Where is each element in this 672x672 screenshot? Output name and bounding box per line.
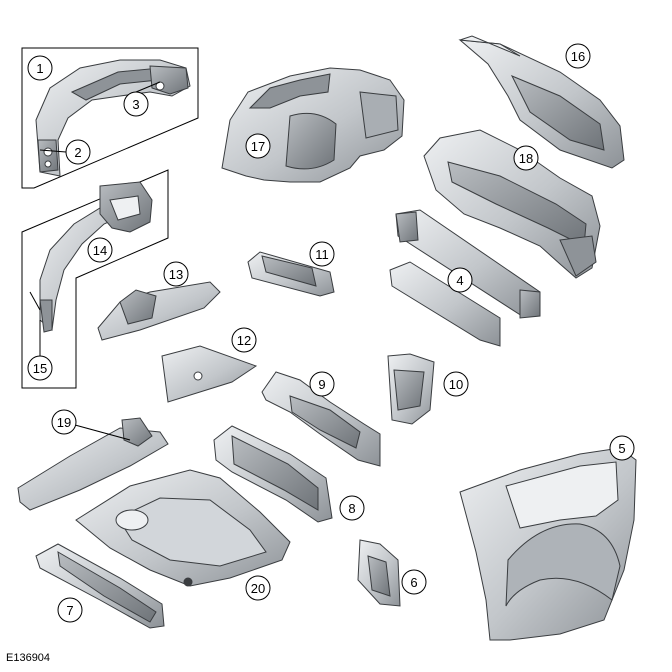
callout-label-8: 8 <box>348 501 355 516</box>
callout-18: 18 <box>513 145 539 171</box>
callout-label-17: 17 <box>251 139 265 154</box>
callout-19: 19 <box>51 409 77 435</box>
part-longitudinal-19 <box>17 417 169 511</box>
part-cross-member-8 <box>213 425 333 523</box>
callout-16: 16 <box>565 43 591 69</box>
callout-label-16: 16 <box>571 49 585 64</box>
callout-label-11: 11 <box>315 247 329 262</box>
callout-label-15: 15 <box>33 361 47 376</box>
callout-label-10: 10 <box>449 377 463 392</box>
part-rail-9 <box>261 371 381 467</box>
callout-3: 3 <box>123 91 149 117</box>
callout-label-1: 1 <box>36 61 43 76</box>
callout-label-9: 9 <box>318 377 325 392</box>
callout-label-18: 18 <box>519 151 533 166</box>
callout-14: 14 <box>87 237 113 263</box>
callout-10: 10 <box>443 371 469 397</box>
part-rear-panel-upper-16 <box>458 35 625 169</box>
callout-label-13: 13 <box>169 267 183 282</box>
part-body-side-outer-5 <box>459 447 637 641</box>
callout-15: 15 <box>27 355 53 381</box>
part-plate-12 <box>161 345 258 403</box>
callout-2: 2 <box>65 139 91 165</box>
part-bracket-10 <box>387 353 435 425</box>
group-box-14-15 <box>21 169 169 389</box>
callout-label-2: 2 <box>74 145 81 160</box>
callout-label-19: 19 <box>57 415 71 430</box>
callout-6: 6 <box>401 569 427 595</box>
part-quarter-inner-panel-17 <box>221 67 405 183</box>
callout-7: 7 <box>57 597 83 623</box>
callout-label-20: 20 <box>251 581 265 596</box>
callout-11: 11 <box>309 241 335 267</box>
group-box-1-3 <box>21 47 199 189</box>
callout-5: 5 <box>609 435 635 461</box>
callout-label-5: 5 <box>618 441 625 456</box>
callout-17: 17 <box>245 133 271 159</box>
callout-4: 4 <box>447 267 473 293</box>
callout-12: 12 <box>231 327 257 353</box>
callout-label-7: 7 <box>66 603 73 618</box>
callout-label-3: 3 <box>132 97 139 112</box>
part-bracket-6 <box>357 539 401 607</box>
callout-label-12: 12 <box>237 333 251 348</box>
part-bracket-11 <box>247 251 335 297</box>
callout-13: 13 <box>163 261 189 287</box>
callout-8: 8 <box>339 495 365 521</box>
part-cross-member-7 <box>35 543 165 629</box>
part-bracket-13 <box>97 281 221 341</box>
callout-9: 9 <box>309 371 335 397</box>
callout-label-6: 6 <box>410 575 417 590</box>
part-rear-bumper-18 <box>423 129 601 279</box>
part-bumper-reinforcement-4 <box>389 209 541 347</box>
part-wheelhouse-arch-1-3 <box>35 59 191 177</box>
figure-reference: E136904 <box>6 652 51 664</box>
part-inner-arch-14-15 <box>39 181 153 333</box>
callout-1: 1 <box>27 55 53 81</box>
part-floor-pan-20 <box>75 469 291 587</box>
callout-label-4: 4 <box>456 273 463 288</box>
callout-20: 20 <box>245 575 271 601</box>
callout-label-14: 14 <box>93 243 107 258</box>
